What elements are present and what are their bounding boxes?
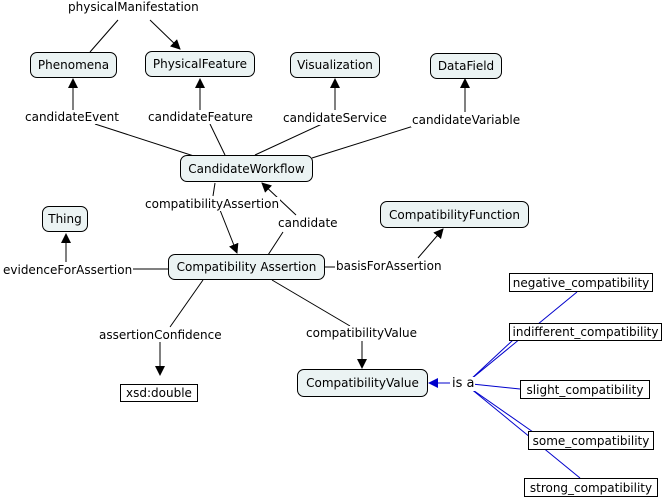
label-candidate-feature: candidateFeature — [147, 110, 254, 124]
label-candidate-service: candidateService — [282, 111, 388, 125]
literal-some-compatibility[interactable]: some_compatibility — [528, 431, 654, 450]
concept-compatibility-function[interactable]: CompatibilityFunction — [380, 201, 529, 228]
literal-indifferent-compatibility[interactable]: indifferent_compatibility — [509, 323, 662, 341]
edge-phenomena-to-label — [89, 19, 119, 53]
literal-xsd-double[interactable]: xsd:double — [120, 384, 198, 402]
literal-strong-compatibility[interactable]: strong_compatibility — [524, 478, 658, 497]
label-candidate-event: candidateEvent — [24, 110, 120, 124]
edge-assertion-to-value-label — [271, 279, 351, 327]
edge-compatibility-assertion-arrow — [219, 209, 239, 254]
edge-candidate-workflow-to-assertion-label — [212, 182, 216, 197]
edge-is-a-indifferent — [469, 339, 514, 381]
label-evidence-for-assertion: evidenceForAssertion — [2, 263, 134, 277]
concept-phenomena[interactable]: Phenomena — [30, 52, 117, 78]
edge-is-a-some — [469, 387, 534, 433]
literal-slight-compatibility[interactable]: slight_compatibility — [520, 380, 650, 399]
label-candidate: candidate — [277, 216, 339, 230]
label-candidate-variable: candidateVariable — [411, 113, 522, 127]
concept-physical-feature[interactable]: PhysicalFeature — [145, 51, 255, 77]
concept-compatibility-value[interactable]: CompatibilityValue — [297, 369, 428, 397]
edge-candidate-workflow-to-service-label — [254, 123, 323, 156]
label-basis-for-assertion: basisForAssertion — [335, 259, 443, 273]
concept-visualization[interactable]: Visualization — [290, 52, 380, 78]
concept-candidate-workflow[interactable]: CandidateWorkflow — [180, 155, 313, 182]
edge-is-a-strong — [469, 387, 581, 479]
concept-data-field[interactable]: DataField — [430, 53, 502, 79]
edge-basis-for-assertion-arrow — [417, 228, 444, 259]
literal-negative-compatibility[interactable]: negative_compatibility — [509, 273, 653, 292]
label-compatibility-value: compatibilityValue — [305, 326, 419, 340]
concept-thing[interactable]: Thing — [42, 206, 88, 232]
edge-assertion-to-confidence-label — [169, 279, 204, 328]
label-compatibility-assertion: compatibilityAssertion — [144, 197, 281, 211]
edge-assertion-to-candidate-label — [267, 231, 284, 256]
edge-candidate-workflow-to-event-label — [94, 123, 201, 159]
edge-candidate-workflow-to-variable-label — [311, 123, 421, 159]
label-assertion-confidence: assertionConfidence — [98, 328, 223, 342]
edge-is-a-slight — [471, 383, 521, 390]
label-physical-manifestation: physicalManifestation — [67, 0, 200, 14]
edge-candidate-workflow-to-feature-label — [209, 123, 226, 156]
edge-physical-manifestation-arrow — [149, 19, 181, 50]
concept-compatibility-assertion[interactable]: Compatibility Assertion — [168, 254, 325, 280]
label-is-a: is a — [451, 376, 476, 391]
